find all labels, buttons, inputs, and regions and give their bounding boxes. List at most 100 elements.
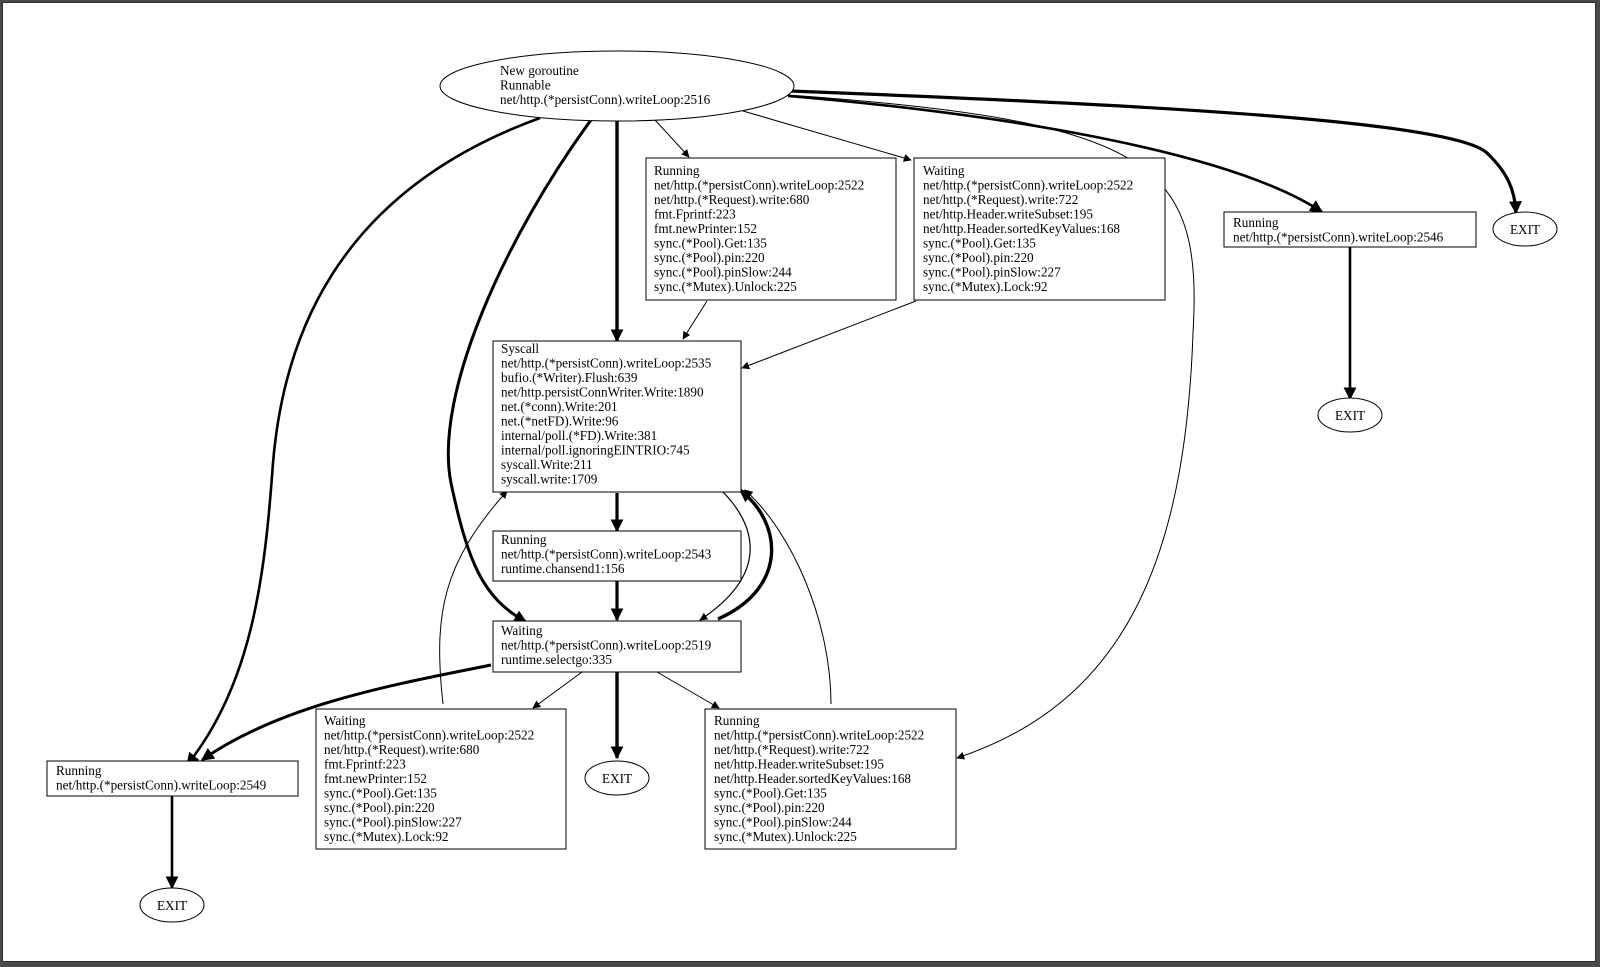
node-running-2546: Running net/http.(*persistConn).writeLoo…	[1223, 211, 1477, 248]
node-text-line: Running	[56, 763, 102, 778]
node-text-line: sync.(*Pool).Get:135	[923, 236, 1036, 251]
node-text-line: sync.(*Pool).pinSlow:227	[923, 265, 1061, 280]
node-running-request-680: Running net/http.(*persistConn).writeLoo…	[645, 157, 897, 301]
svg-text:Running net/http.(*persi: Running net/http.(*persistConn).writeLoo…	[1233, 215, 1444, 245]
svg-text:Running net/http.(*persi: Running net/http.(*persistConn).writeLoo…	[714, 713, 928, 844]
node-text-line: sync.(*Pool).Get:135	[654, 236, 767, 251]
edge-syscall-to-waiting-2519	[699, 491, 751, 621]
node-text-line: syscall.write:1709	[501, 472, 598, 487]
edge-running-request-722-to-syscall	[744, 489, 832, 705]
node-start: New goroutine Runnable net/http.(*persis…	[439, 50, 795, 122]
node-running-2549: Running net/http.(*persistConn).writeLoo…	[46, 760, 299, 797]
node-text-line: net/http.(*Request).write:722	[714, 742, 869, 757]
edge-start-to-running-request-722	[787, 94, 1195, 760]
edge-waiting-request-680-to-syscall	[439, 490, 508, 705]
node-text-line: sync.(*Pool).pin:220	[714, 800, 825, 815]
node-text-line: fmt.newPrinter:152	[324, 771, 427, 786]
node-text-line: net/http.(*persistConn).writeLoop:2522	[324, 728, 534, 743]
node-text-line: net/http.Header.sortedKeyValues:168	[923, 221, 1120, 236]
node-start-text: New goroutine Runnable net/http.(*persis…	[500, 63, 711, 107]
node-exit-top-right: EXIT	[1492, 211, 1558, 247]
node-text-line: sync.(*Mutex).Lock:92	[923, 279, 1048, 294]
node-text-line: net.(*netFD).Write:96	[501, 414, 619, 429]
node-text-line: syscall.Write:211	[501, 457, 593, 472]
svg-text:EXIT: EXIT	[157, 898, 187, 913]
node-running-2543: Running net/http.(*persistConn).writeLoo…	[492, 530, 742, 582]
node-text-line: net/http.(*Request).write:722	[923, 192, 1078, 207]
node-text-line: net/http.(*persistConn).writeLoop:2543	[501, 547, 712, 562]
node-text-line: net/http.(*Request).write:680	[324, 742, 480, 757]
node-text-line: fmt.Fprintf:223	[324, 757, 406, 772]
node-text-line: fmt.Fprintf:223	[654, 207, 736, 222]
svg-text:Waiting net/http.(*persi: Waiting net/http.(*persistConn).writeLoo…	[324, 713, 538, 844]
node-waiting-request-680: Waiting net/http.(*persistConn).writeLoo…	[315, 708, 567, 850]
edge-start-to-waiting-2519	[446, 119, 593, 624]
node-text-line: fmt.newPrinter:152	[654, 221, 757, 236]
goroutine-state-graph: New goroutine Runnable net/http.(*persis…	[46, 50, 1558, 923]
edge-start-to-running-2546	[787, 94, 1324, 214]
node-text-line: net/http.(*persistConn).writeLoop:2535	[501, 356, 712, 371]
node-text-line: sync.(*Mutex).Lock:92	[324, 829, 449, 844]
node-text-line: sync.(*Pool).Get:135	[324, 786, 437, 801]
node-text-line: net/http.(*persistConn).writeLoop:2516	[500, 92, 711, 107]
node-text-line: sync.(*Mutex).Unlock:225	[654, 279, 797, 294]
node-text-line: Running	[654, 163, 700, 178]
node-text-line: internal/poll.ignoringEINTRIO:745	[501, 443, 690, 458]
node-text-line: sync.(*Pool).pin:220	[324, 800, 435, 815]
edge-start-to-running-request-680	[654, 119, 690, 158]
node-waiting-2519: Waiting net/http.(*persistConn).writeLoo…	[492, 620, 742, 673]
node-text-line: net/http.Header.sortedKeyValues:168	[714, 771, 911, 786]
svg-text:Waiting net/http.(*persi: Waiting net/http.(*persistConn).writeLoo…	[501, 623, 715, 667]
edge-waiting-2519-to-waiting-request-680	[532, 671, 583, 709]
edge-waiting-2519-to-syscall	[717, 488, 774, 621]
node-text-line: bufio.(*Writer).Flush:639	[501, 370, 638, 385]
node-text-line: net/http.(*persistConn).writeLoop:2522	[923, 178, 1133, 193]
node-text-line: sync.(*Pool).pinSlow:227	[324, 815, 462, 830]
edge-waiting-request-722-to-syscall	[741, 300, 917, 370]
svg-text:Running net/http.(*persi: Running net/http.(*persistConn).writeLoo…	[654, 163, 868, 294]
node-text-line: net.(*conn).Write:201	[501, 399, 618, 414]
node-text-line: Waiting	[324, 713, 366, 728]
node-text-line: Waiting	[923, 163, 965, 178]
node-text-line: sync.(*Pool).Get:135	[714, 786, 827, 801]
svg-text:Syscall net/http.(*persi: Syscall net/http.(*persistConn).writeLoo…	[501, 341, 715, 487]
node-text-line: runtime.chansend1:156	[501, 561, 625, 576]
node-text-line: Syscall	[501, 341, 539, 356]
node-exit-2546: EXIT	[1317, 397, 1383, 433]
node-text-line: net/http.Header.writeSubset:195	[714, 757, 884, 772]
svg-text:Running net/http.(*persi: Running net/http.(*persistConn).writeLoo…	[501, 532, 715, 576]
node-text-line: Waiting	[501, 623, 543, 638]
node-text-line: net/http.(*persistConn).writeLoop:2546	[1233, 230, 1444, 245]
node-text-line: net/http.(*Request).write:680	[654, 192, 810, 207]
node-text-line: New goroutine	[500, 63, 579, 78]
node-running-request-722: Running net/http.(*persistConn).writeLoo…	[704, 708, 957, 850]
node-exit-select: EXIT	[584, 760, 650, 796]
edge-running-request-680-to-syscall	[682, 300, 708, 340]
edge-waiting-2519-to-running-request-722	[656, 671, 720, 709]
node-text-line: sync.(*Pool).pin:220	[654, 250, 765, 265]
svg-text:Running net/http.(*persi: Running net/http.(*persistConn).writeLoo…	[56, 763, 267, 793]
node-text-line: net/http.Header.writeSubset:195	[923, 207, 1093, 222]
svg-text:Waiting net/http.(*persi: Waiting net/http.(*persistConn).writeLoo…	[923, 163, 1137, 294]
node-text-line: Running	[501, 532, 547, 547]
node-text-line: net/http.persistConnWriter.Write:1890	[501, 385, 704, 400]
node-text-line: sync.(*Pool).pin:220	[923, 250, 1034, 265]
edge-start-to-running-2549	[185, 116, 541, 767]
edges	[165, 89, 1522, 890]
node-text-line: sync.(*Mutex).Unlock:225	[714, 829, 857, 844]
node-text-line: Running	[1233, 215, 1279, 230]
node-text-line: internal/poll.(*FD).Write:381	[501, 428, 657, 443]
node-text-line: net/http.(*persistConn).writeLoop:2522	[714, 728, 924, 743]
edge-start-to-waiting-request-722	[742, 110, 912, 162]
node-text-line: Runnable	[500, 78, 551, 93]
svg-text:EXIT: EXIT	[1510, 222, 1540, 237]
node-text-line: net/http.(*persistConn).writeLoop:2522	[654, 178, 864, 193]
node-text-line: sync.(*Pool).pinSlow:244	[654, 265, 792, 280]
node-text-line: Running	[714, 713, 760, 728]
edge-start-to-exit-top-right	[789, 89, 1522, 215]
node-exit-2549: EXIT	[139, 887, 205, 923]
svg-text:EXIT: EXIT	[1335, 408, 1365, 423]
svg-text:EXIT: EXIT	[602, 771, 632, 786]
node-text-line: net/http.(*persistConn).writeLoop:2519	[501, 638, 712, 653]
